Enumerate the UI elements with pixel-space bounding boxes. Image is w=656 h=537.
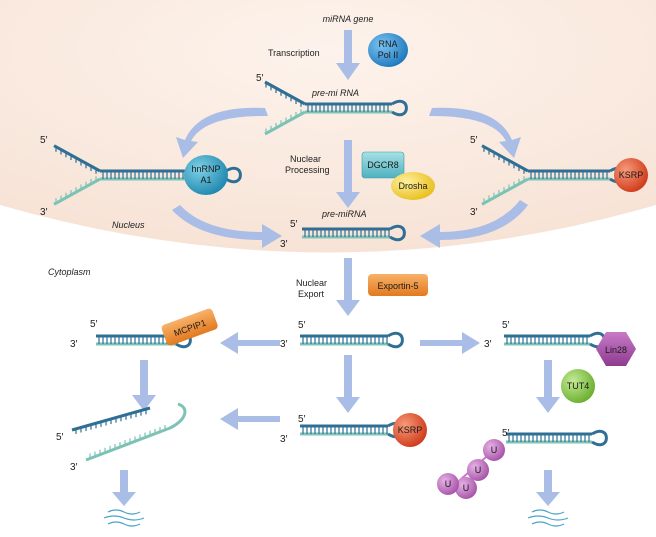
rna-fork-3p bbox=[481, 177, 529, 206]
rna-loop bbox=[391, 100, 408, 116]
end-5: 5′ bbox=[470, 135, 478, 146]
uridine-bead bbox=[437, 473, 459, 495]
uridine-bead bbox=[467, 459, 489, 481]
end-3: 3′ bbox=[280, 239, 288, 250]
hnrnp-a1 bbox=[184, 155, 228, 195]
arrow-mcpip1-down bbox=[132, 360, 156, 411]
label-nuclear-processing-1: Nuclear bbox=[290, 154, 321, 164]
dgcr8-label: DGCR8 bbox=[367, 160, 399, 170]
rna-fork-5p bbox=[53, 144, 101, 173]
end-5: 5′ bbox=[56, 432, 64, 443]
uridine-label: U bbox=[475, 465, 482, 475]
label-cytoplasm: Cytoplasm bbox=[48, 267, 91, 277]
ksrp-nuclear bbox=[614, 158, 648, 192]
end-3: 3′ bbox=[484, 339, 492, 350]
arrow-to-lin28 bbox=[420, 332, 480, 354]
rna-pol-ii bbox=[368, 33, 408, 67]
label-pre-mirna: pre-miRNA bbox=[321, 209, 367, 219]
rna-structures bbox=[53, 80, 626, 462]
dgcr8 bbox=[361, 151, 405, 179]
arrow-lin28-down bbox=[536, 360, 560, 413]
exportin-label: Exportin-5 bbox=[377, 281, 418, 291]
arrow-nuclear-processing bbox=[336, 140, 360, 208]
exportin-5 bbox=[368, 274, 428, 296]
strand-end-labels: 5′ 5′ 3′ 5′ 3′ 5′ 3′ 5′ 3′ 5′ 3′ 5′ 3′ 5… bbox=[40, 73, 510, 473]
end-3: 3′ bbox=[280, 434, 288, 445]
uridine-bead bbox=[455, 477, 477, 499]
mcpip1 bbox=[161, 308, 218, 346]
rna-pol-label-1: RNA bbox=[378, 39, 397, 49]
rna-loop bbox=[225, 167, 242, 183]
end-3: 3′ bbox=[70, 339, 78, 350]
cleaved-3p bbox=[85, 426, 171, 462]
label-mirna-gene: miRNA gene bbox=[323, 14, 374, 24]
end-5: 5′ bbox=[90, 319, 98, 330]
arrow-to-cleaved bbox=[220, 408, 280, 430]
arrow-ksrp-to-premirna bbox=[420, 200, 528, 248]
arrow-degrade-right bbox=[536, 470, 560, 506]
label-nuclear-export-2: Export bbox=[298, 289, 325, 299]
end-5: 5′ bbox=[290, 219, 298, 230]
lin28-label: Lin28 bbox=[605, 345, 627, 355]
end-3: 3′ bbox=[40, 207, 48, 218]
arrow-to-ksrp-nuclear bbox=[429, 107, 521, 158]
label-transcription: Transcription bbox=[268, 48, 320, 58]
uridine-label: U bbox=[445, 479, 452, 489]
cleaved-loop bbox=[169, 402, 187, 430]
arrow-hnrnp-to-premirna bbox=[172, 205, 282, 248]
uridine-bead bbox=[483, 439, 505, 461]
end-5: 5′ bbox=[502, 428, 510, 439]
end-5: 5′ bbox=[298, 414, 306, 425]
text-labels: miRNA gene Transcription pre-mi RNA Nucl… bbox=[48, 14, 373, 299]
rna-fork-3p bbox=[264, 110, 306, 136]
degradation-marks bbox=[103, 509, 569, 527]
end-5: 5′ bbox=[502, 320, 510, 331]
end-3: 3′ bbox=[70, 462, 78, 473]
ksrp-cytoplasm bbox=[393, 413, 427, 447]
ksrp-nuclear-label: KSRP bbox=[619, 170, 644, 180]
tut4 bbox=[561, 369, 595, 403]
hnrnp-label-2: A1 bbox=[200, 175, 211, 185]
uridine-tail: U U U U bbox=[437, 439, 505, 499]
ksrp-cytoplasm-label: KSRP bbox=[398, 425, 423, 435]
rna-loop bbox=[387, 332, 404, 348]
pathway-arrows bbox=[112, 30, 560, 506]
rna-fork-5p bbox=[264, 80, 306, 106]
rna-fork-5p bbox=[481, 144, 529, 173]
drosha-label: Drosha bbox=[398, 181, 427, 191]
end-5: 5′ bbox=[256, 73, 264, 84]
arrow-degrade-left bbox=[112, 470, 136, 506]
cleaved-5p bbox=[71, 406, 151, 432]
hnrnp-label-1: hnRNP bbox=[191, 164, 220, 174]
uridine-label: U bbox=[463, 483, 470, 493]
rna-fork-3p bbox=[53, 177, 101, 206]
arrow-to-mcpip1 bbox=[220, 332, 280, 354]
label-nuclear-processing-2: Processing bbox=[285, 165, 330, 175]
label-nucleus: Nucleus bbox=[112, 220, 145, 230]
nucleus-region bbox=[0, 0, 656, 253]
rna-loop bbox=[389, 225, 406, 241]
end-5: 5′ bbox=[298, 320, 306, 331]
arrow-to-ksrp-complex bbox=[336, 355, 360, 413]
uridine-label: U bbox=[491, 445, 498, 455]
rna-loop bbox=[591, 430, 608, 446]
rna-pol-label-2: Pol II bbox=[378, 50, 399, 60]
label-nuclear-export-1: Nuclear bbox=[296, 278, 327, 288]
end-3: 3′ bbox=[470, 207, 478, 218]
arrow-transcription bbox=[336, 30, 360, 80]
arrow-nuclear-export bbox=[336, 258, 360, 316]
label-pre-mi-rna: pre-mi RNA bbox=[311, 88, 359, 98]
end-5: 5′ bbox=[40, 135, 48, 146]
arrow-to-hnrnp bbox=[176, 107, 268, 158]
tut4-label: TUT4 bbox=[567, 381, 590, 391]
end-3: 3′ bbox=[280, 339, 288, 350]
drosha bbox=[391, 172, 435, 200]
proteins: RNA Pol II hnRNP A1 DGCR8 Drosha KSRP Ex… bbox=[161, 33, 648, 499]
lin28 bbox=[596, 332, 636, 366]
